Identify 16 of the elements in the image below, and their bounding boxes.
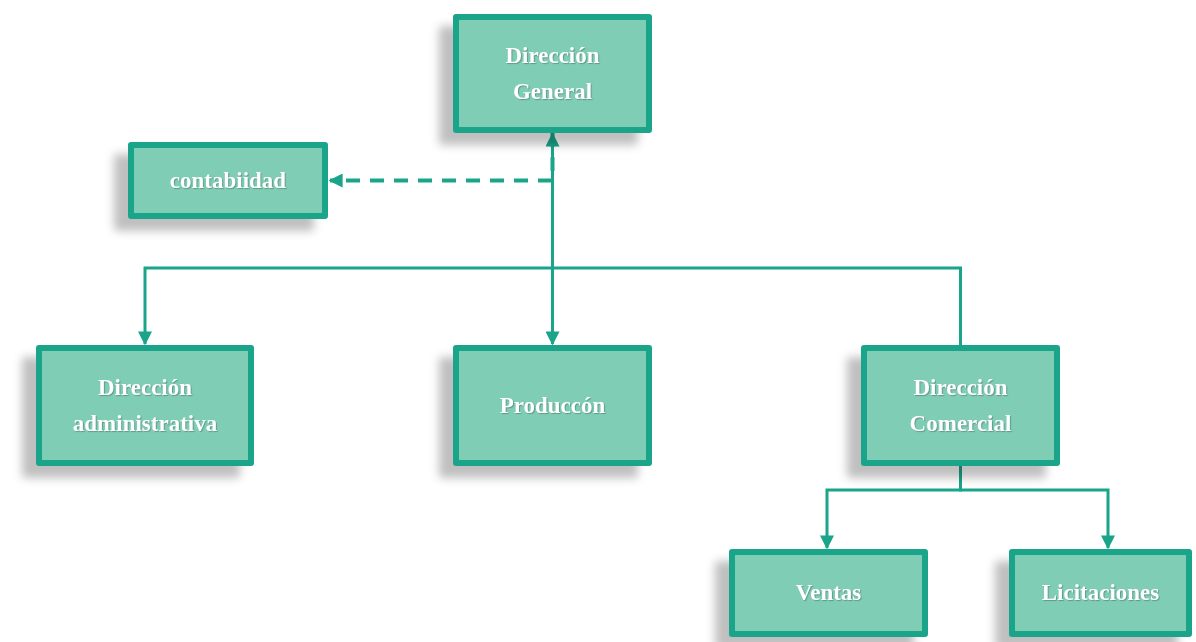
org-box: [453, 345, 652, 466]
dashed-arrow: [328, 133, 555, 188]
box-label: Dirección General: [504, 41, 601, 106]
box-label: Dirección administrativa: [71, 373, 219, 438]
org-box: [128, 142, 328, 219]
box-label: contabiidad: [168, 166, 288, 195]
org-box: [729, 549, 928, 637]
org-box: [36, 345, 254, 466]
box-label: Licitaciones: [1040, 579, 1161, 607]
box-label: Produccón: [498, 391, 607, 420]
box-label: Ventas: [794, 579, 863, 607]
connector-arrow: [959, 466, 1115, 550]
org-box: [861, 345, 1060, 466]
org-box: [1009, 549, 1192, 637]
org-box: [453, 14, 652, 133]
box-label: Dirección Comercial: [908, 373, 1013, 438]
